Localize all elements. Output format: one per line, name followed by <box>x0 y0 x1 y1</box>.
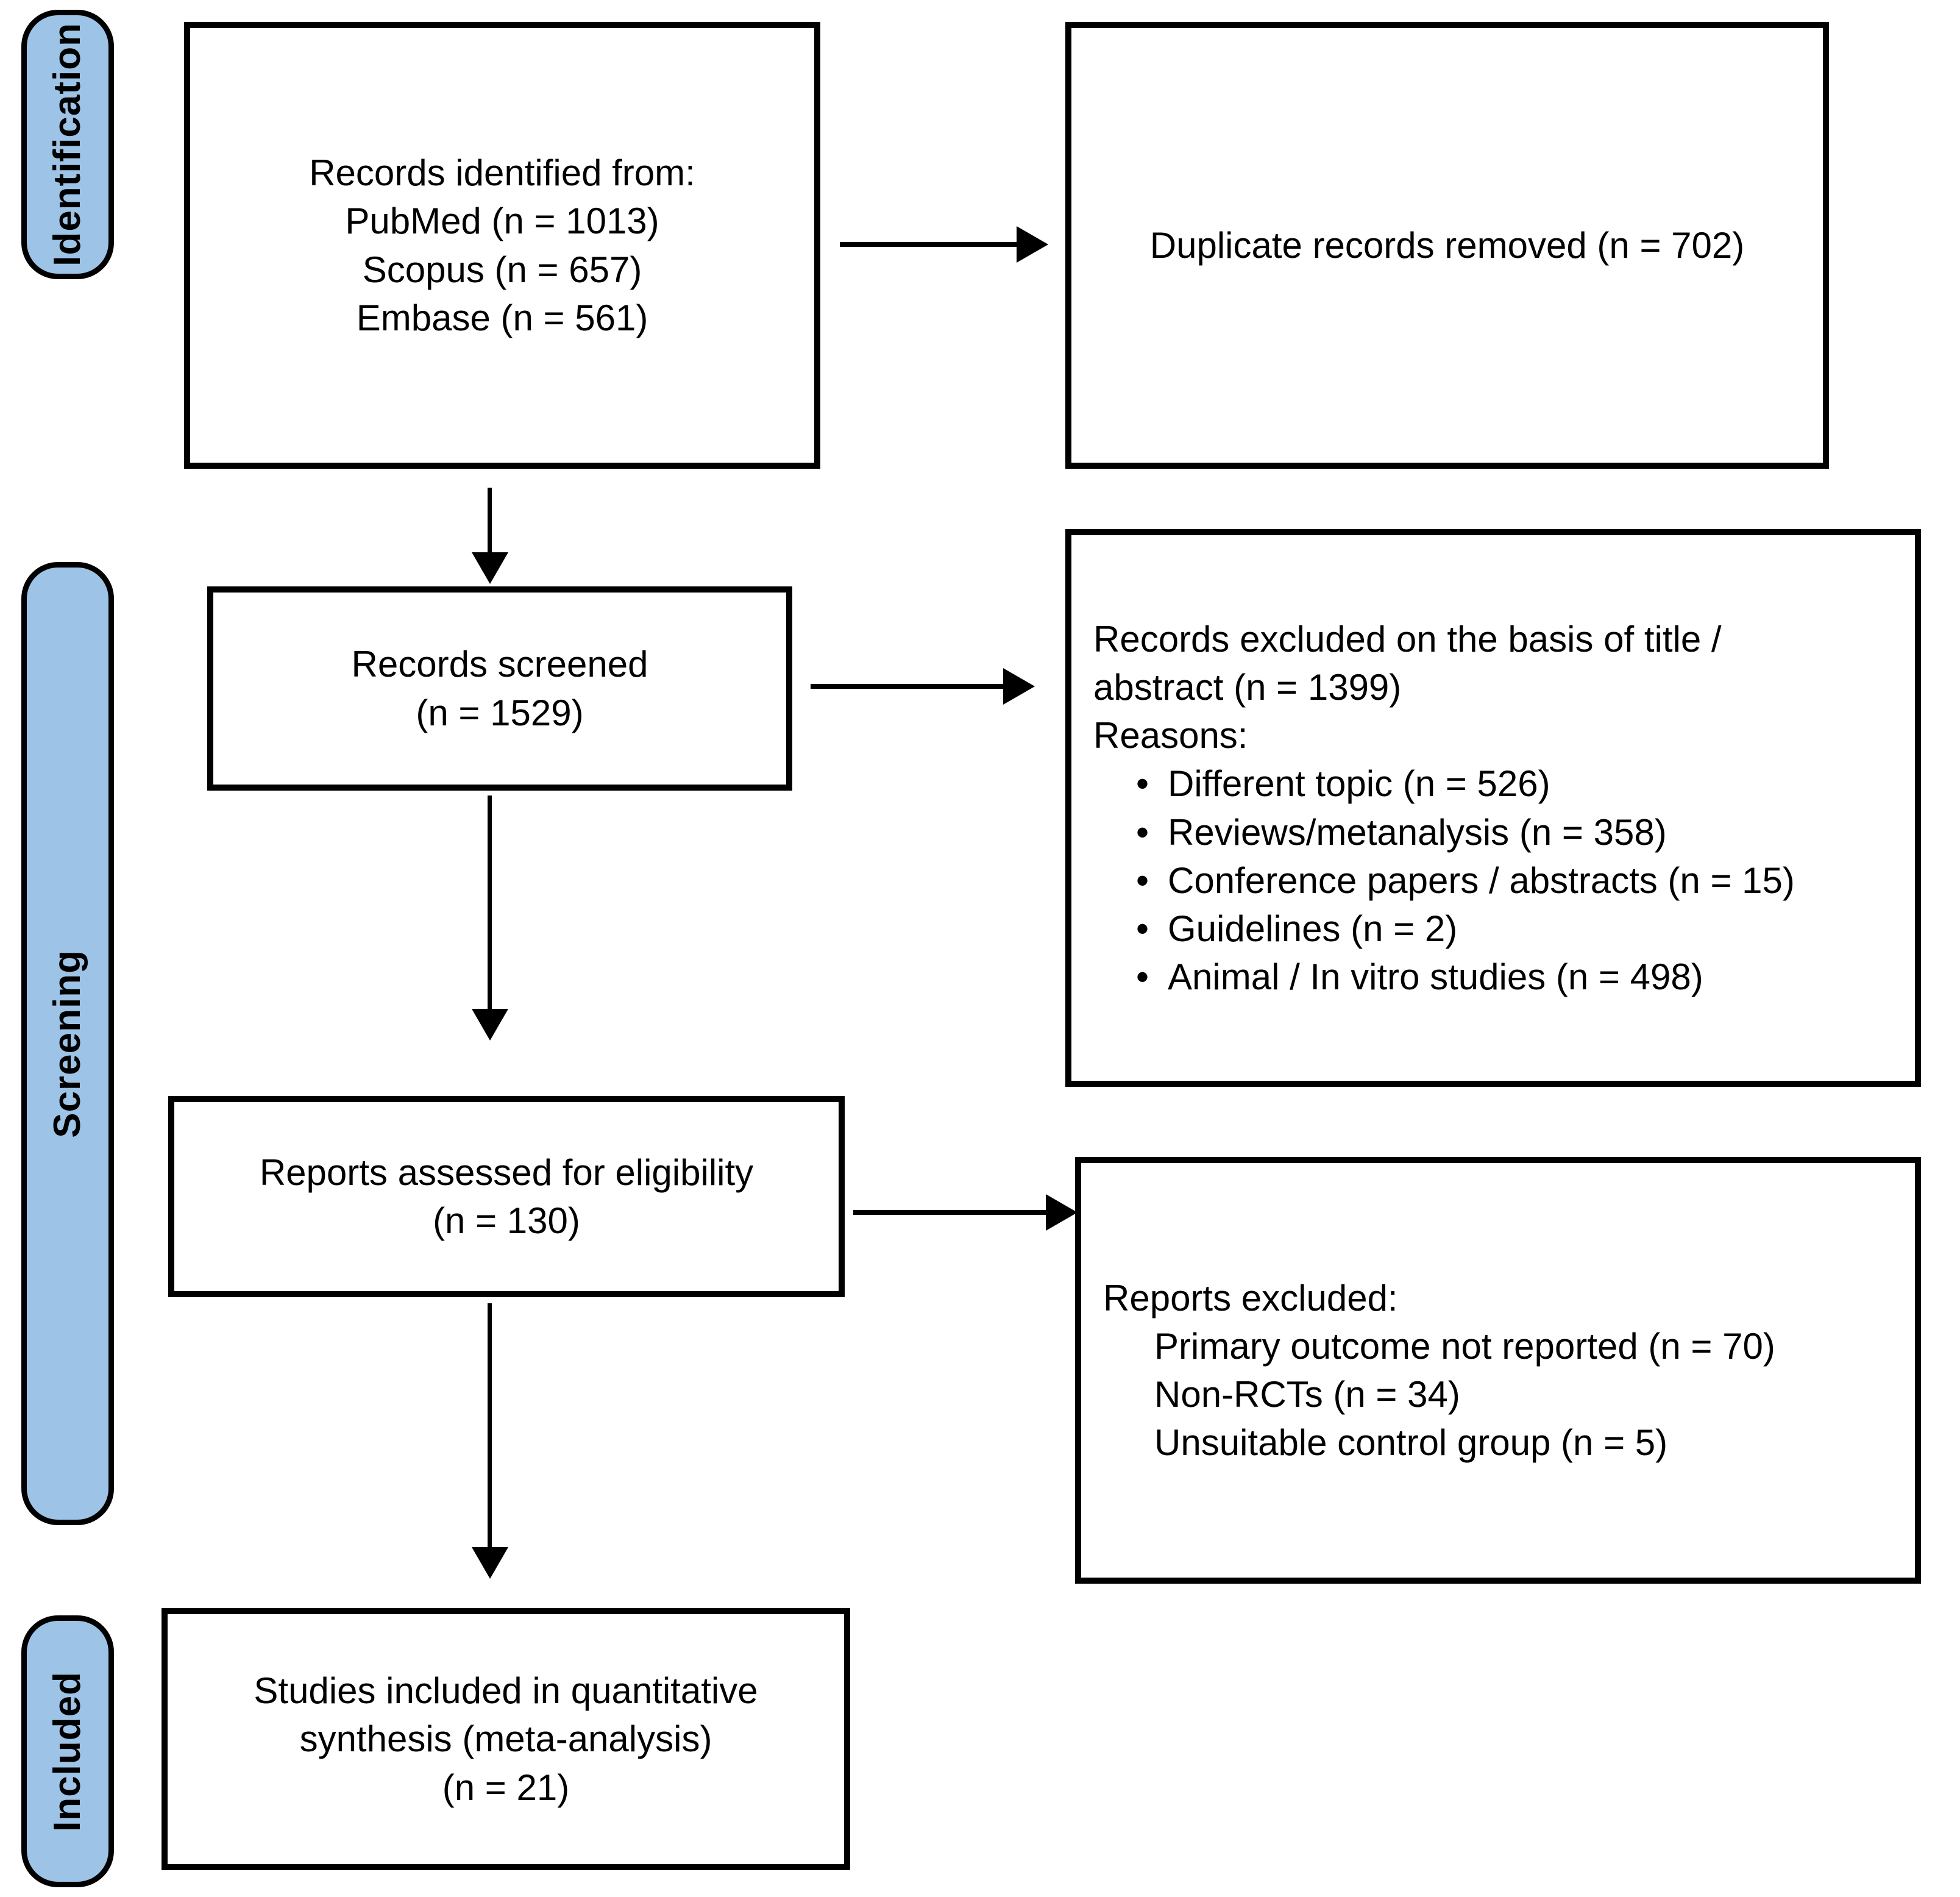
records-excluded-reason-list: Different topic (n = 526) Reviews/metana… <box>1093 760 1893 1001</box>
connector-assessed-to-included <box>488 1303 492 1552</box>
connector-assessed-to-reports-excluded <box>853 1210 1047 1215</box>
box-records-screened: Records screened (n = 1529) <box>207 586 792 791</box>
records-excluded-line1: Records excluded on the basis of title / <box>1093 618 1722 660</box>
reason-item: Reviews/metanalysis (n = 358) <box>1136 808 1893 856</box>
duplicates-removed-text: Duplicate records removed (n = 702) <box>1149 224 1745 266</box>
reports-excluded-text: Reports excluded: Primary outcome not re… <box>1081 1274 1915 1467</box>
records-identified-title: Records identified from: <box>309 152 695 194</box>
arrowhead-identified-to-duplicates <box>1017 226 1048 263</box>
box-records-excluded: Records excluded on the basis of title /… <box>1065 529 1921 1087</box>
connector-identified-to-screened <box>488 488 492 558</box>
box-reports-assessed: Reports assessed for eligibility (n = 13… <box>168 1096 845 1297</box>
reason-item: Non-RCTs (n = 34) <box>1154 1374 1460 1415</box>
reason-item: Primary outcome not reported (n = 70) <box>1154 1325 1775 1367</box>
box-studies-included: Studies included in quantitative synthes… <box>162 1608 850 1870</box>
records-identified-text: Records identified from: PubMed (n = 101… <box>190 149 814 342</box>
studies-included-line3: (n = 21) <box>442 1767 570 1808</box>
box-duplicates-removed: Duplicate records removed (n = 702) <box>1065 22 1829 469</box>
box-reports-excluded: Reports excluded: Primary outcome not re… <box>1075 1157 1921 1584</box>
phase-label-screening: Screening <box>46 949 88 1138</box>
records-identified-source-scopus: Scopus (n = 657) <box>362 249 642 290</box>
arrowhead-assessed-to-included <box>472 1547 508 1579</box>
reason-item: Guidelines (n = 2) <box>1136 905 1893 953</box>
reports-assessed-line2: (n = 130) <box>433 1200 580 1241</box>
records-excluded-reasons-label: Reasons: <box>1093 715 1248 756</box>
reports-assessed-line1: Reports assessed for eligibility <box>259 1151 754 1193</box>
studies-included-line1: Studies included in quantitative <box>254 1670 758 1712</box>
records-identified-source-pubmed: PubMed (n = 1013) <box>345 201 659 242</box>
arrowhead-screened-to-assessed <box>472 1009 508 1041</box>
arrowhead-identified-to-screened <box>472 552 508 584</box>
connector-screened-to-excluded <box>811 684 1004 689</box>
studies-included-text: Studies included in quantitative synthes… <box>168 1667 844 1812</box>
studies-included-line2: synthesis (meta-analysis) <box>299 1718 712 1760</box>
connector-screened-to-assessed <box>488 795 492 1014</box>
records-excluded-text: Records excluded on the basis of title /… <box>1071 615 1915 1002</box>
reports-assessed-text: Reports assessed for eligibility (n = 13… <box>174 1148 839 1245</box>
phase-label-identification: Identification <box>46 23 88 266</box>
records-screened-line2: (n = 1529) <box>416 692 584 733</box>
reason-item: Unsuitable control group (n = 5) <box>1154 1422 1668 1464</box>
reason-item: Animal / In vitro studies (n = 498) <box>1136 953 1893 1001</box>
records-screened-line1: Records screened <box>351 644 648 685</box>
reports-excluded-heading: Reports excluded: <box>1103 1277 1398 1319</box>
arrowhead-assessed-to-reports-excluded <box>1046 1194 1078 1231</box>
phase-pill-identification: Identification <box>21 10 114 279</box>
phase-pill-screening: Screening <box>21 562 114 1525</box>
reason-item: Conference papers / abstracts (n = 15) <box>1136 856 1893 905</box>
box-records-identified: Records identified from: PubMed (n = 101… <box>184 22 820 469</box>
connector-identified-to-duplicates <box>840 242 1018 247</box>
reports-excluded-reason-list: Primary outcome not reported (n = 70) No… <box>1103 1322 1893 1467</box>
records-screened-text: Records screened (n = 1529) <box>213 640 786 736</box>
reason-item: Different topic (n = 526) <box>1136 760 1893 808</box>
records-excluded-line2: abstract (n = 1399) <box>1093 666 1402 708</box>
arrowhead-screened-to-excluded <box>1003 668 1035 705</box>
phase-label-included: Included <box>46 1671 88 1832</box>
phase-pill-included: Included <box>21 1615 114 1887</box>
records-identified-source-embase: Embase (n = 561) <box>356 297 648 338</box>
